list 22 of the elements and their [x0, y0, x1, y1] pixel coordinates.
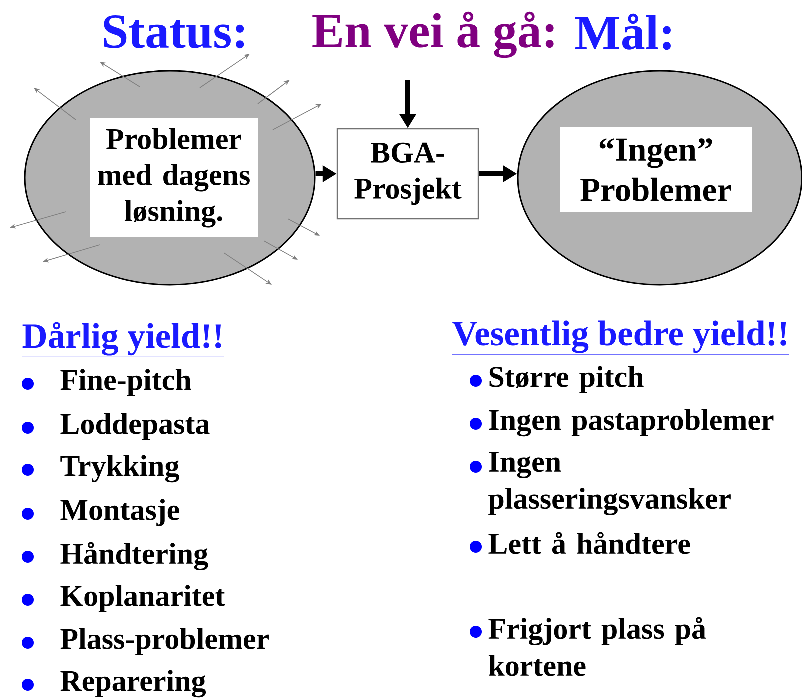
- list-heading: Dårlig yield!!: [22, 322, 225, 358]
- node-label: “Ingen” Problemer: [580, 138, 732, 202]
- bullet-item: Frigjort plass på kortene: [488, 617, 706, 676]
- bullet-item: Koplanaritet: [60, 585, 226, 612]
- text-box: Problemer med dagens løsning.: [90, 118, 258, 238]
- bullet-item: Ingen pastaproblemer: [489, 409, 774, 437]
- bullet-item: Større pitch: [490, 366, 644, 394]
- text-box: BGA- Prosjekt: [336, 128, 480, 220]
- bullet-item: Ingen plasseringsvansker: [488, 452, 731, 516]
- bullet-item: Loddepasta: [60, 413, 210, 440]
- bullet-item: Montasje: [60, 499, 180, 526]
- bullet-item: Plass-problemer: [60, 628, 269, 656]
- heading: En vei å gå:: [312, 12, 554, 58]
- bullet-item: Håndtering: [60, 542, 208, 571]
- list-heading: Vesentlig bedre yield!!: [452, 320, 790, 355]
- heading: Mål:: [576, 14, 671, 50]
- bullet-item: Lett å håndtere: [488, 532, 690, 554]
- bullet-item: Reparering: [60, 670, 206, 698]
- text-box: “Ingen” Problemer: [560, 128, 752, 212]
- bullet-item: Trykking: [60, 455, 180, 483]
- bullet-item: Fine-pitch: [60, 369, 192, 396]
- heading: Status:: [104, 15, 244, 49]
